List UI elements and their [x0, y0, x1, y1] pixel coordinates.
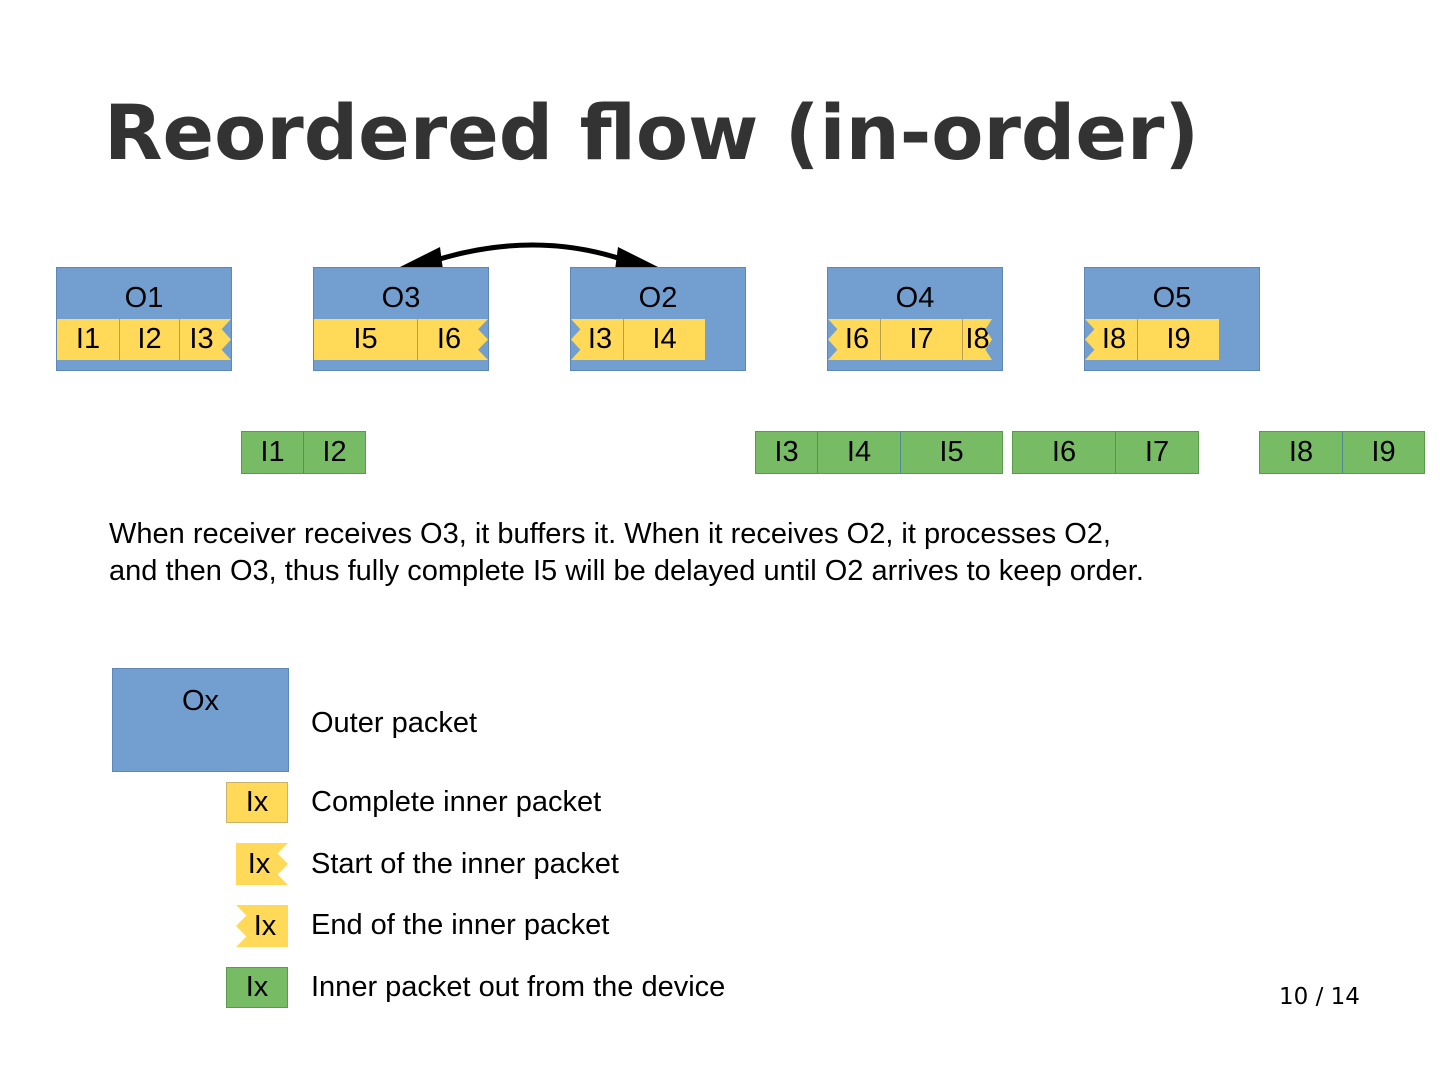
inner-packet-start: I6	[417, 319, 488, 360]
output-packet: I5	[900, 431, 1003, 474]
inner-packet-end: I8	[1085, 319, 1137, 360]
description-text: When receiver receives O3, it buffers it…	[109, 516, 1144, 590]
inner-packet-complete: I7	[880, 319, 962, 360]
legend-outer-swatch: Ox	[112, 668, 289, 772]
swap-arrow-icon	[398, 242, 660, 270]
description-line: and then O3, thus fully complete I5 will…	[109, 555, 1144, 587]
slide-title: Reordered flow (in-order)	[104, 88, 1200, 177]
legend-label-end: End of the inner packet	[311, 909, 610, 941]
legend-swatch-label: Ox	[181, 685, 220, 717]
inner-packet-start: I3	[179, 319, 231, 360]
outer-packet-label: O1	[124, 282, 164, 314]
outer-packet-label: O3	[381, 282, 421, 314]
legend-label-start: Start of the inner packet	[311, 848, 619, 880]
inner-packet-end: I6	[828, 319, 880, 360]
legend-start-swatch: Ix	[236, 843, 288, 885]
inner-packet-complete: I9	[1137, 319, 1219, 360]
legend-label-outer: Outer packet	[311, 707, 478, 739]
output-packet: I2	[303, 431, 366, 474]
outer-packet-label: O2	[638, 282, 678, 314]
page-number: 10 / 14	[1279, 984, 1360, 1010]
inner-packet-complete: I2	[119, 319, 179, 360]
outer-packet-label: O5	[1152, 282, 1192, 314]
legend-label-output: Inner packet out from the device	[311, 971, 726, 1003]
description-line: When receiver receives O3, it buffers it…	[109, 518, 1111, 550]
outer-packet-label: O4	[895, 282, 935, 314]
output-packet: I7	[1115, 431, 1199, 474]
output-packet: I6	[1012, 431, 1116, 474]
legend-label-complete: Complete inner packet	[311, 786, 602, 818]
output-packet: I8	[1259, 431, 1343, 474]
output-packet: I3	[755, 431, 818, 474]
inner-packet-complete: I1	[57, 319, 119, 360]
output-packet: I4	[817, 431, 901, 474]
output-packet: I1	[241, 431, 304, 474]
legend-end-swatch: Ix	[236, 905, 288, 947]
legend-complete-swatch: Ix	[226, 782, 288, 823]
inner-packet-complete: I4	[623, 319, 705, 360]
inner-packet-start: I8	[962, 319, 992, 360]
output-packet: I9	[1342, 431, 1425, 474]
inner-packet-end: I3	[571, 319, 623, 360]
inner-packet-complete: I5	[314, 319, 417, 360]
legend-output-swatch: Ix	[226, 967, 288, 1008]
